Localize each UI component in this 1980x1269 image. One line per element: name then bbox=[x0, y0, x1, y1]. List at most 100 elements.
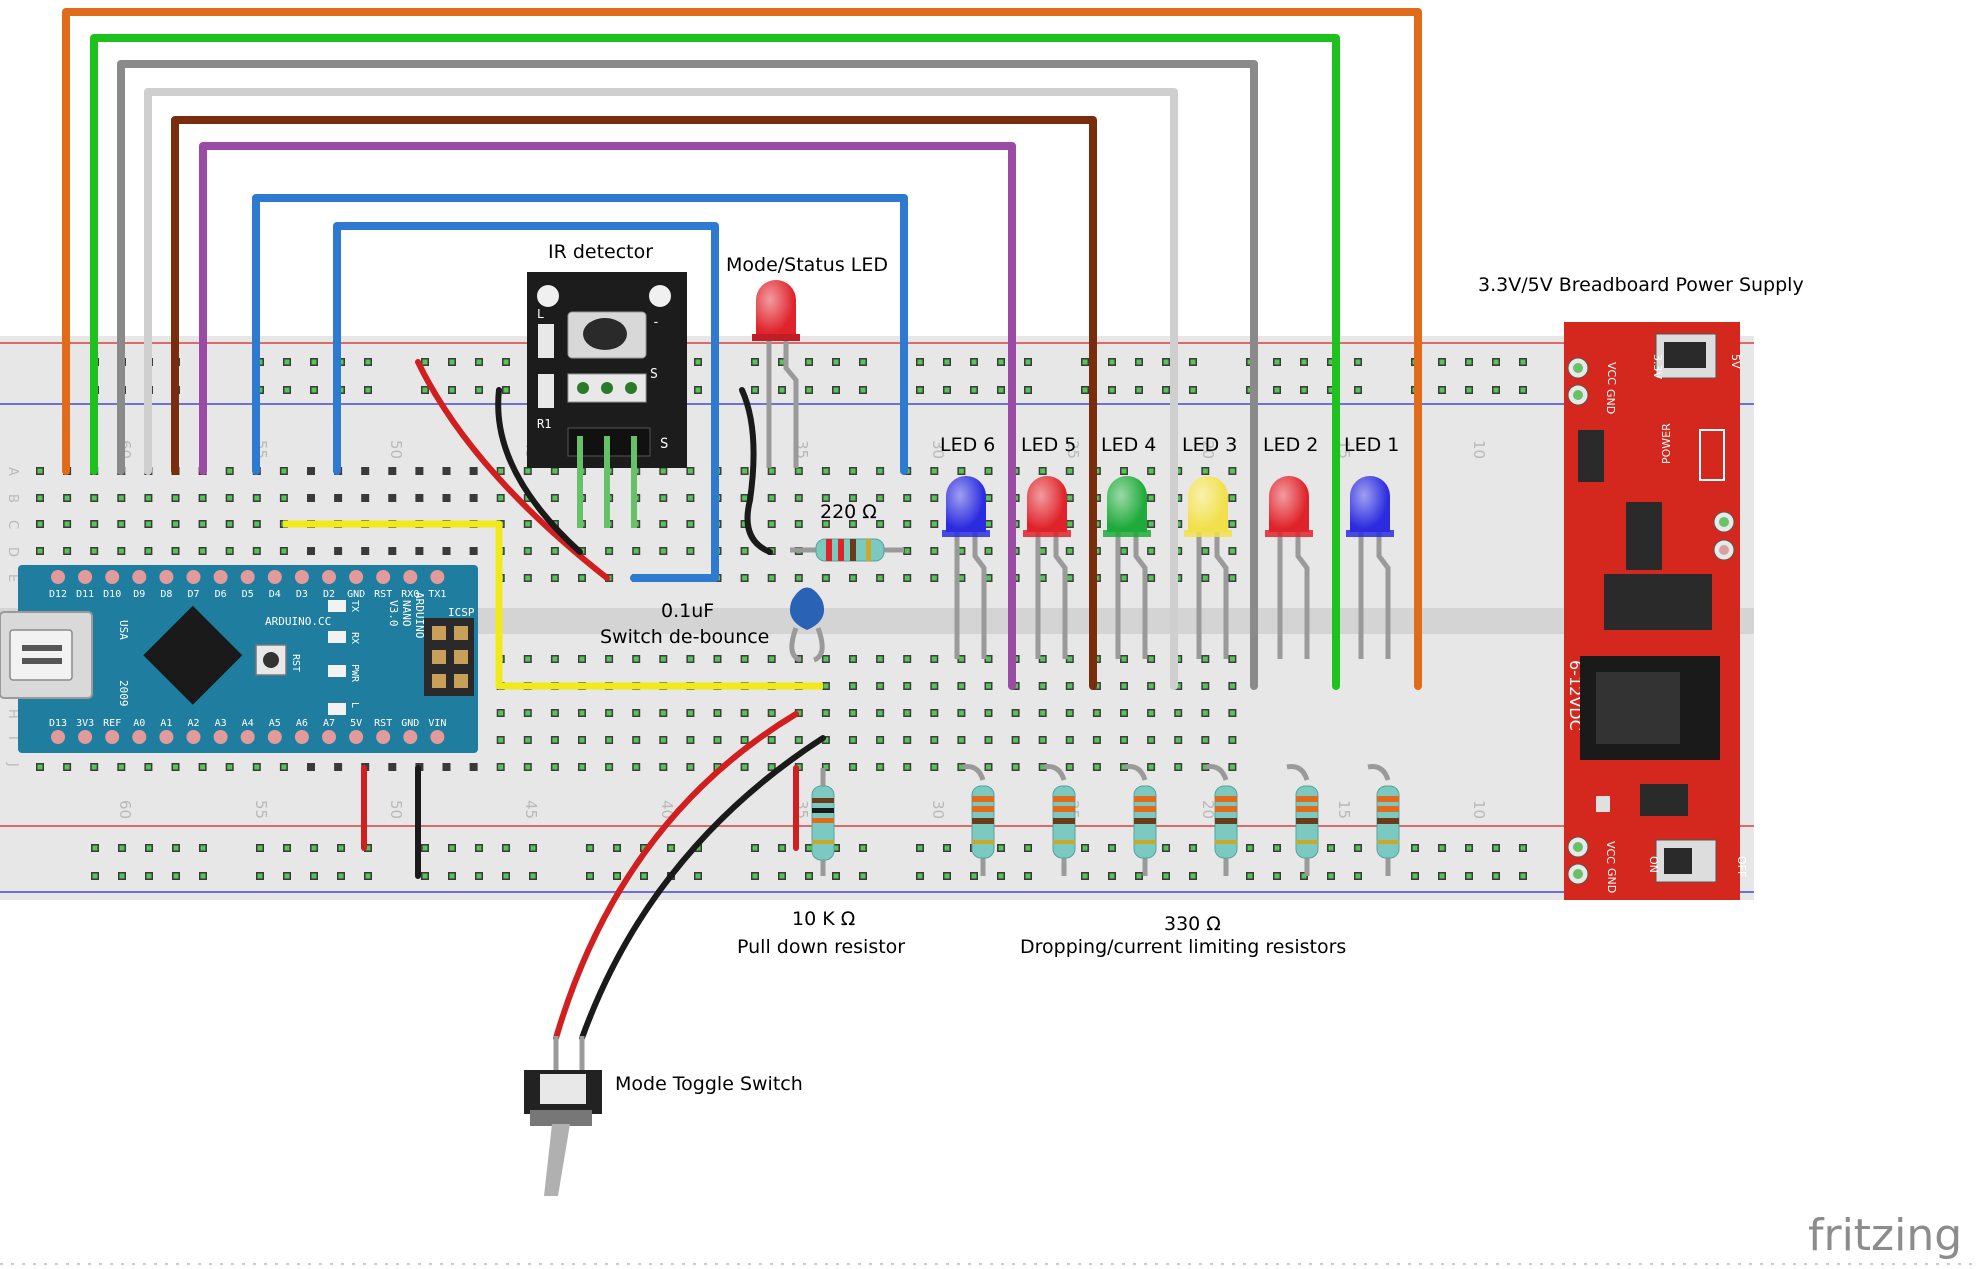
breadboard-hole bbox=[307, 494, 315, 502]
psu-pin-hole bbox=[1573, 363, 1583, 373]
hole-highlight bbox=[904, 764, 910, 770]
band bbox=[850, 539, 856, 561]
rail-hole-highlight bbox=[971, 359, 977, 365]
pin-label-top: D9 bbox=[133, 589, 145, 600]
hole-highlight bbox=[525, 764, 531, 770]
hole-highlight bbox=[1067, 468, 1073, 474]
wire-black-ir-gnd[interactable] bbox=[495, 387, 583, 555]
psu-pin-hole bbox=[1573, 869, 1583, 879]
arduino-brand: ARDUINO.CC bbox=[265, 615, 331, 628]
column-number: 25 bbox=[1064, 440, 1082, 459]
hole-highlight bbox=[1229, 521, 1235, 527]
rail-hole-highlight bbox=[449, 845, 455, 851]
arduino-pin bbox=[376, 570, 391, 584]
band bbox=[826, 539, 832, 561]
wire-brown-led5[interactable] bbox=[171, 116, 1097, 690]
wire-red-ir-vcc[interactable] bbox=[415, 359, 610, 581]
rail-hole-highlight bbox=[1136, 387, 1142, 393]
hole-highlight bbox=[931, 575, 937, 581]
arduino-pin bbox=[78, 730, 93, 744]
arduino-pin bbox=[267, 570, 282, 584]
reset-button-cap bbox=[263, 652, 279, 668]
pin-label-top: D11 bbox=[76, 589, 94, 600]
rail-hole-highlight bbox=[1520, 845, 1526, 851]
wire-black-toggle[interactable] bbox=[579, 735, 826, 1041]
led-leg bbox=[1376, 530, 1391, 659]
rail-hole-highlight bbox=[146, 873, 152, 879]
hole-highlight bbox=[823, 656, 829, 662]
hole-highlight bbox=[660, 548, 666, 554]
hole-highlight bbox=[769, 468, 775, 474]
pin-label-top: D8 bbox=[160, 589, 172, 600]
wire-black-resistor-gnd[interactable] bbox=[739, 387, 773, 555]
wire-red-toggle[interactable] bbox=[553, 711, 799, 1041]
wire-blue-ir-signal[interactable] bbox=[333, 222, 719, 582]
led-leg bbox=[1295, 530, 1310, 659]
hole-highlight bbox=[931, 710, 937, 716]
hole-highlight bbox=[173, 521, 178, 527]
wire-blue-status-led[interactable] bbox=[252, 194, 908, 475]
band bbox=[1053, 806, 1075, 812]
rail-hole-highlight bbox=[1190, 359, 1196, 365]
column-number: 30 bbox=[929, 800, 947, 819]
hole-highlight bbox=[904, 737, 910, 743]
rail-hole-highlight bbox=[146, 845, 152, 851]
rail-hole-highlight bbox=[1493, 845, 1499, 851]
hole-highlight bbox=[850, 468, 856, 474]
hole-highlight bbox=[1013, 764, 1019, 770]
hole-highlight bbox=[606, 656, 612, 662]
pin-label-top: D2 bbox=[323, 589, 335, 600]
hole-highlight bbox=[986, 495, 991, 501]
hole-highlight bbox=[850, 710, 856, 716]
hole-highlight bbox=[742, 764, 748, 770]
psu-regulator-large bbox=[1604, 574, 1712, 630]
wire-white-led4[interactable] bbox=[144, 88, 1178, 690]
icsp-pin bbox=[432, 626, 446, 640]
hole-highlight bbox=[118, 764, 124, 770]
pulldown-purpose-label: Pull down resistor bbox=[737, 936, 905, 958]
toggle-switch: Mode Toggle Switch bbox=[524, 1036, 803, 1196]
rail-hole-highlight bbox=[422, 845, 428, 851]
model-line: V3.0 bbox=[387, 600, 400, 627]
hole-highlight bbox=[823, 683, 829, 689]
resistor-330 bbox=[962, 764, 995, 876]
hole-highlight bbox=[687, 521, 693, 527]
wire-purple-led6[interactable] bbox=[199, 142, 1016, 690]
ir-detector-label: IR detector bbox=[548, 241, 653, 263]
toggle-lever[interactable] bbox=[544, 1124, 570, 1196]
led-shine bbox=[946, 476, 986, 532]
hole-highlight bbox=[1148, 521, 1154, 527]
hole-highlight bbox=[687, 468, 693, 474]
ir-label-s: S bbox=[650, 367, 658, 382]
hole-highlight bbox=[1067, 710, 1073, 716]
rail-hole-highlight bbox=[1082, 387, 1088, 393]
wire-green-led2[interactable] bbox=[90, 34, 1340, 690]
wire-orange-led1[interactable] bbox=[62, 8, 1422, 690]
band bbox=[1296, 806, 1318, 812]
wire-yellow-switch[interactable] bbox=[283, 520, 823, 690]
led-shine bbox=[1350, 476, 1390, 532]
resistor-330 bbox=[1124, 764, 1157, 876]
led-shine bbox=[756, 280, 796, 336]
hole-highlight bbox=[281, 548, 287, 554]
pin-label-top: D3 bbox=[296, 589, 308, 600]
hole-highlight bbox=[281, 495, 287, 501]
column-number: 55 bbox=[252, 800, 270, 819]
breadboard-hole bbox=[469, 763, 478, 771]
hole-highlight bbox=[552, 495, 558, 501]
hole-highlight bbox=[715, 710, 720, 716]
rail-hole-highlight bbox=[1328, 873, 1334, 879]
breadboard-hole bbox=[307, 763, 315, 771]
rst-label: RST bbox=[290, 654, 301, 672]
hole-highlight bbox=[850, 521, 856, 527]
top-wires bbox=[62, 8, 1422, 690]
rail-hole-highlight bbox=[752, 845, 758, 851]
wire-gray-led3[interactable] bbox=[117, 60, 1258, 690]
mount-hole bbox=[649, 285, 671, 307]
hole-highlight bbox=[769, 737, 775, 743]
arduino-pin bbox=[240, 730, 255, 744]
hole-highlight bbox=[958, 656, 964, 662]
rail-hole-highlight bbox=[1301, 387, 1307, 393]
rail-hole-highlight bbox=[530, 845, 536, 851]
hole-highlight bbox=[687, 495, 693, 501]
